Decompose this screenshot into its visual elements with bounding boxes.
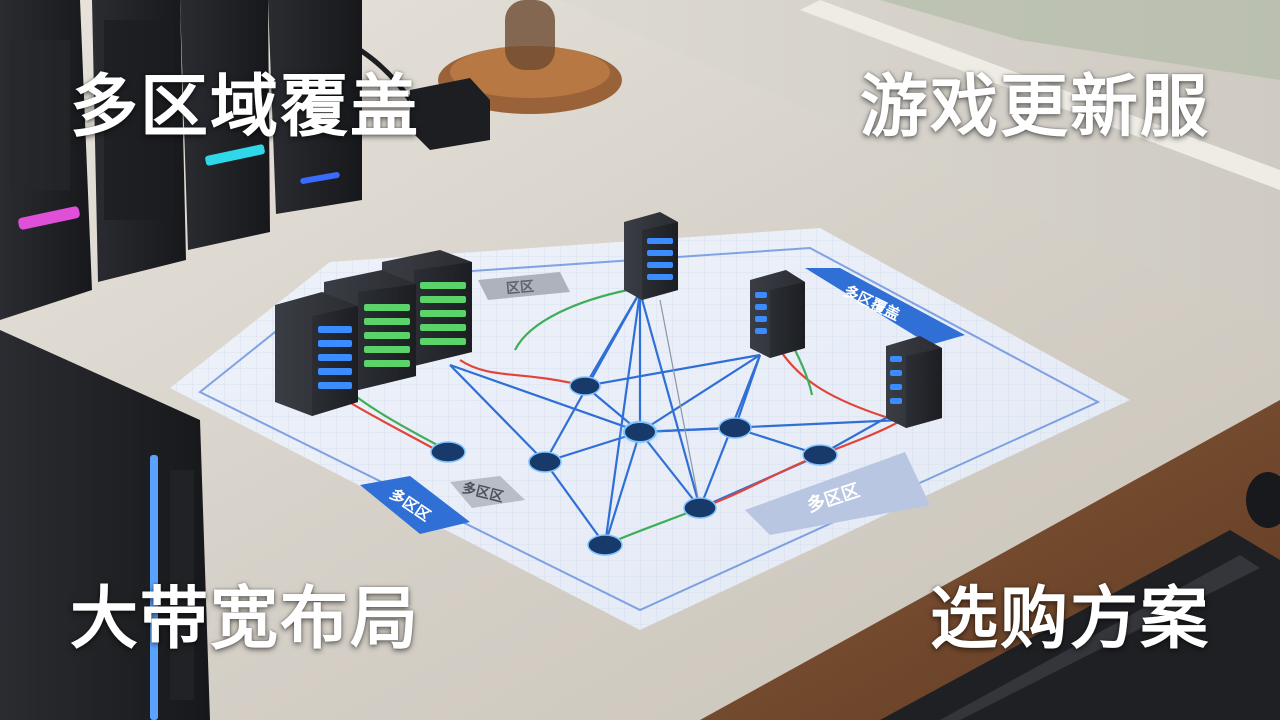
mouse <box>1246 472 1280 528</box>
rack-server-cluster <box>275 250 472 416</box>
tower-server-1 <box>0 0 92 320</box>
tower-server-3 <box>180 0 270 250</box>
network-node <box>528 451 562 473</box>
network-node <box>587 534 623 556</box>
window-ledge <box>560 0 1280 330</box>
window-frame <box>800 0 1280 190</box>
tower-server-front <box>0 330 210 720</box>
network-node <box>616 418 664 446</box>
rack-server-right-1 <box>750 270 805 358</box>
zone-plaque-bottom-left-gray <box>450 476 525 508</box>
caption-top-right: 游戏更新服 <box>859 68 1210 147</box>
zone-plaque-top-left <box>478 272 570 300</box>
window-glass <box>880 0 1280 80</box>
lamp-stem <box>505 0 555 70</box>
zone-plaque-bottom-right <box>745 452 930 535</box>
zone-plaque-bottom-left-blue <box>360 476 470 534</box>
network-node <box>718 417 752 439</box>
network-nodes <box>430 376 838 556</box>
power-adapter <box>410 78 490 150</box>
rack-server-top <box>624 212 678 300</box>
network-node <box>569 376 601 396</box>
network-node <box>683 497 717 519</box>
lamp-base-top <box>450 46 610 98</box>
zone-plaque-top-right <box>805 268 965 345</box>
caption-bottom-right: 选购方案 <box>929 580 1210 659</box>
caption-bottom-left: 大带宽布局 <box>70 580 421 659</box>
adapter-cable <box>358 47 413 102</box>
zone-label-top-left: 区区 <box>505 278 535 298</box>
rack-server-right-2 <box>886 336 942 428</box>
tower-server-2 <box>92 0 186 282</box>
tower-server-4 <box>268 0 362 214</box>
network-node <box>802 444 838 466</box>
caption-top-left: 多区域覆盖 <box>70 68 421 147</box>
network-node <box>430 441 466 463</box>
keyboard <box>880 530 1280 720</box>
